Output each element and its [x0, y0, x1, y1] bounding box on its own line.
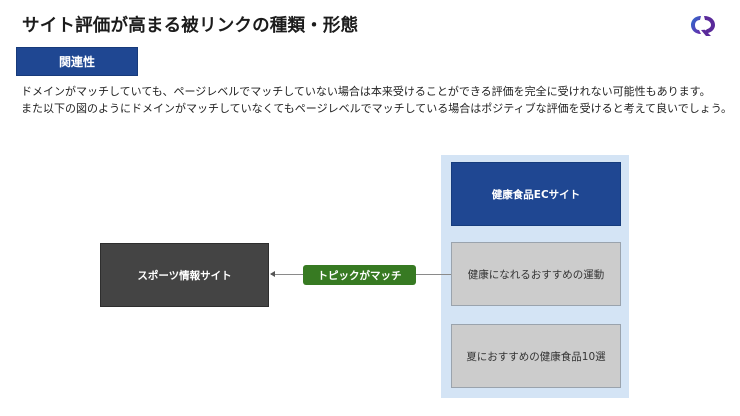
topic-match-label: トピックがマッチ: [303, 265, 416, 285]
page-title: サイト評価が高まる被リンクの種類・形態: [22, 16, 359, 36]
description-line: また以下の図のようにドメインがマッチしていなくてもページレベルでマッチしている場…: [21, 101, 733, 115]
source-site-box: スポーツ情報サイト: [100, 243, 269, 307]
brand-logo-icon: [691, 16, 715, 36]
target-page-box-exercise: 健康になれるおすすめの運動: [451, 242, 621, 306]
target-page-box-foods: 夏におすすめの健康食品10選: [451, 324, 621, 388]
description: ドメインがマッチしていても、ページレベルでマッチしていない場合は本来受けることが…: [21, 84, 736, 117]
target-site-box: 健康食品ECサイト: [451, 162, 621, 226]
description-line: ドメインがマッチしていても、ページレベルでマッチしていない場合は本来受けることが…: [21, 85, 711, 98]
section-tab-relevance: 関連性: [16, 47, 138, 76]
arrow-left-icon: [270, 271, 275, 277]
